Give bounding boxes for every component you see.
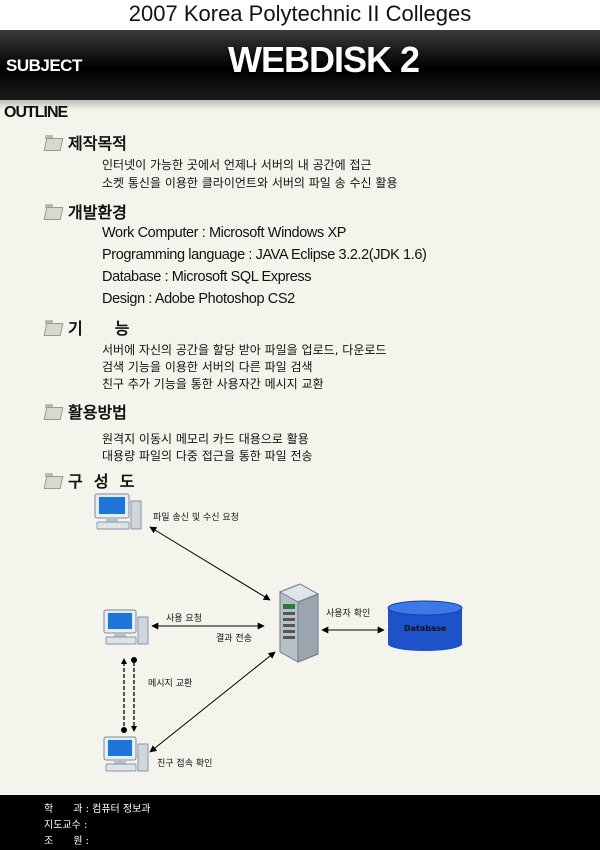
college-title: 2007 Korea Polytechnic II Colleges (0, 0, 600, 30)
section-line: Database : Microsoft SQL Express (102, 269, 312, 285)
outline-label: OUTLINE (4, 104, 68, 121)
section-heading-structure: 구 성 도 (43, 469, 135, 491)
friend-check-label: 친구 접속 확인 (157, 759, 213, 769)
friend-check-arrow (149, 651, 276, 753)
section-heading-features: 기 능 (43, 316, 130, 338)
banner-shadow (0, 100, 600, 110)
footer: 학 과 : 컴퓨터 정보과 지도교수 : 조 원 : (0, 795, 600, 850)
section-line: 검색 기능을 이용한 서버의 다른 파일 검색 (102, 360, 313, 374)
section-heading-usage: 활용방법 (43, 400, 127, 422)
result-transfer-label: 결과 전송 (216, 634, 252, 644)
client-computer-icon-middle (103, 609, 149, 645)
footer-department: 학 과 : 컴퓨터 정보과 (44, 804, 151, 815)
section-title: 기 능 (68, 319, 130, 338)
footer-advisor: 지도교수 : (44, 820, 88, 831)
message-exchange-label: 메시지 교환 (148, 679, 193, 689)
section-title: 활용방법 (68, 403, 127, 422)
section-heading-environment: 개발환경 (43, 200, 127, 222)
folder-icon (43, 319, 64, 336)
client-computer-icon-top (94, 493, 142, 530)
client-computer-icon-bottom (103, 736, 149, 772)
folder-icon (43, 403, 64, 420)
subject-label: SUBJECT (6, 56, 82, 75)
section-line: 서버에 자신의 공간을 할당 받아 파일을 업로드, 다운로드 (102, 343, 387, 357)
section-heading-purpose: 제작목적 (43, 131, 127, 153)
file-transfer-label: 파일 송신 및 수신 요청 (153, 513, 239, 523)
file-transfer-arrow (149, 526, 271, 601)
server-icon (278, 583, 320, 663)
header-banner: SUBJECT WEBDISK 2 (0, 30, 600, 100)
folder-icon (43, 472, 64, 489)
section-line: 소켓 통신을 이용한 클라이언트와 서버의 파일 송 수신 활용 (102, 176, 398, 190)
section-line: Programming language : JAVA Eclipse 3.2.… (102, 247, 427, 263)
section-line: 친구 추가 기능을 통한 사용자간 메시지 교환 (102, 377, 324, 391)
section-line: Work Computer : Microsoft Windows XP (102, 225, 346, 241)
section-line: 대용량 파일의 다중 접근을 통한 파일 전송 (102, 449, 313, 463)
section-line: 인터넷이 가능한 곳에서 언제나 서버의 내 공간에 접근 (102, 158, 372, 172)
footer-members: 조 원 : (44, 836, 89, 847)
database-label: Database (404, 624, 447, 633)
user-check-label: 사용자 확인 (326, 609, 371, 619)
section-title: 구 성 도 (68, 472, 135, 491)
section-title: 제작목적 (68, 134, 127, 153)
project-title: WEBDISK 2 (228, 39, 420, 80)
folder-icon (43, 203, 64, 220)
folder-icon (43, 134, 64, 151)
section-line: Design : Adobe Photoshop CS2 (102, 291, 295, 307)
use-request-label: 사용 요청 (166, 614, 202, 624)
section-line: 원격지 이동시 메모리 카드 대용으로 활용 (102, 432, 309, 446)
section-title: 개발환경 (68, 203, 127, 222)
